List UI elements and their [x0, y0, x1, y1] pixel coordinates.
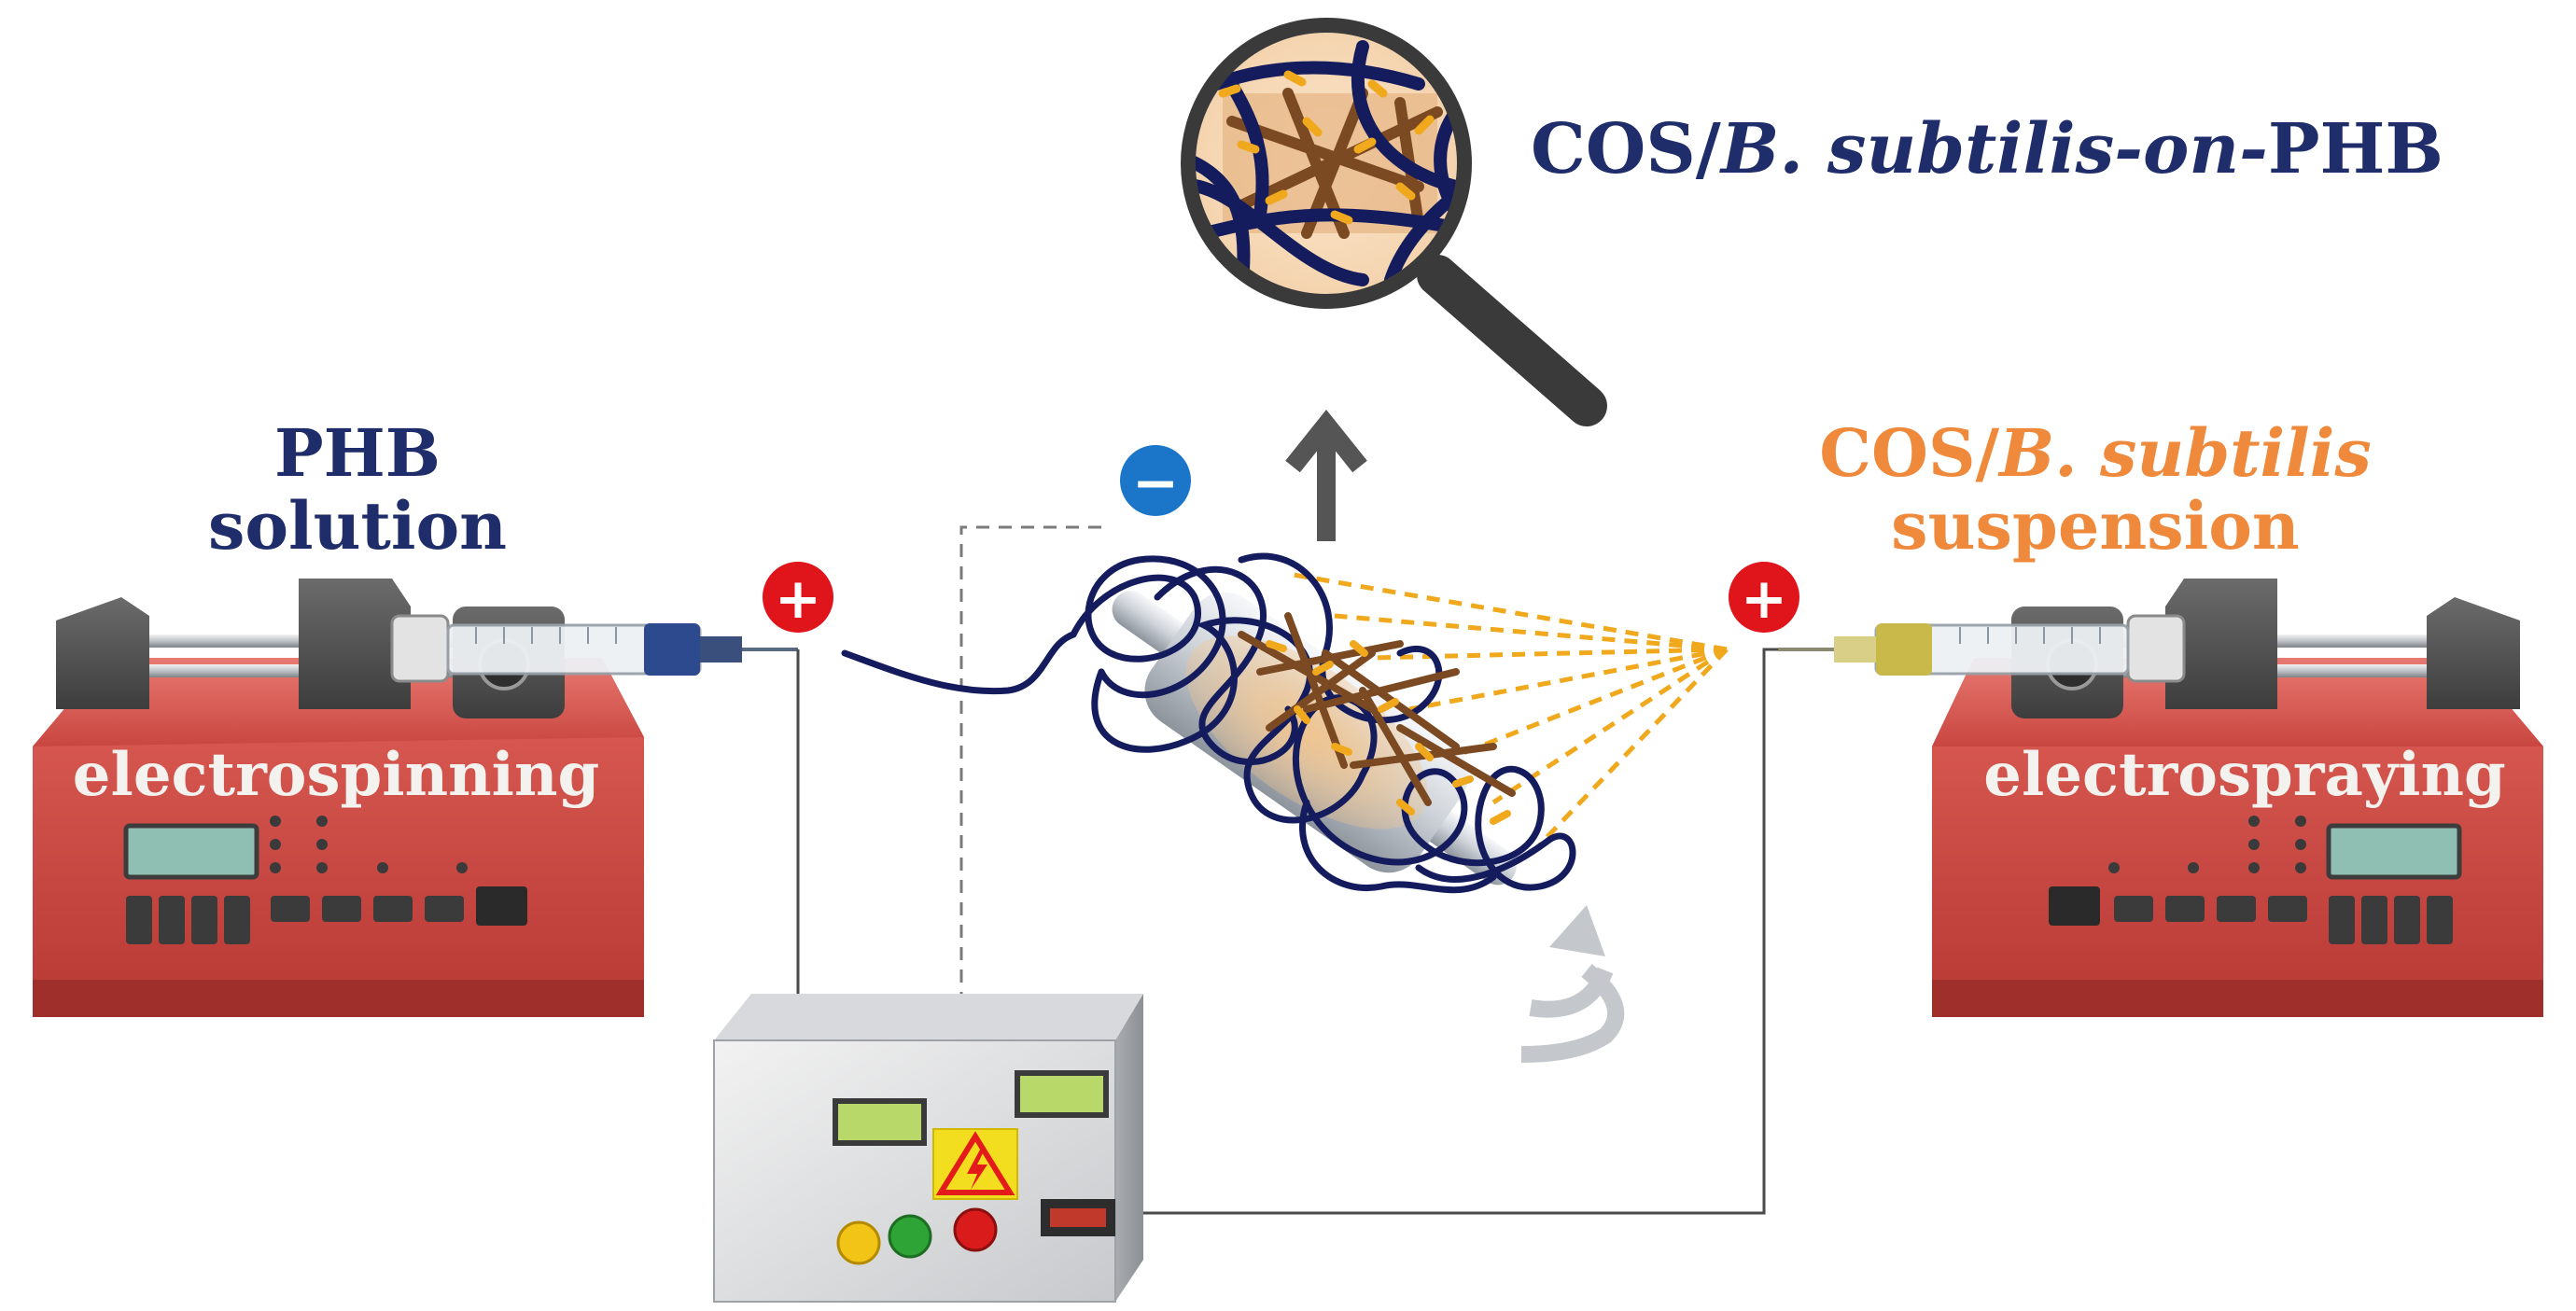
left-syringe-plunger-flange [390, 614, 450, 683]
power-supply-display-right [1015, 1070, 1109, 1118]
right-pump-clamp-block [2165, 579, 2277, 709]
right-pump-key [2049, 886, 2100, 926]
high-voltage-power-supply [713, 994, 1143, 1303]
svg-text:+: + [775, 566, 821, 632]
left-pump-clamp-block [299, 579, 411, 709]
left-pump-pusher-block [56, 597, 149, 709]
deposited-coating [1185, 635, 1428, 830]
rotating-collector [1112, 591, 1625, 1063]
left-pump-key [373, 896, 413, 922]
power-supply-port-indicator [1050, 1208, 1106, 1227]
left-pump-key [322, 896, 361, 922]
power-supply-side [1115, 994, 1143, 1302]
left-syringe-solution [644, 623, 700, 676]
red-button[interactable] [953, 1207, 998, 1252]
right-syringe-tip [1834, 636, 1876, 662]
up-arrow-icon [1285, 409, 1367, 541]
right-syringe-plunger-flange [2126, 614, 2186, 683]
right-pump-display [2326, 823, 2462, 880]
right-pump-key [2361, 896, 2387, 944]
left-pump-key [476, 886, 527, 926]
green-button[interactable] [888, 1214, 932, 1259]
left-pump-mode-label: electrospinning [73, 740, 599, 810]
minus-icon [1120, 445, 1191, 516]
magnifier-rim [1181, 18, 1472, 309]
power-supply-display-left [833, 1098, 927, 1146]
left-pump-title-line1: PHB [274, 414, 441, 492]
svg-text:−: − [1132, 451, 1179, 516]
negative-electrode-badge: − [1120, 445, 1191, 516]
svg-text:+: + [1741, 566, 1787, 632]
right-pump-key [2394, 896, 2420, 944]
right-pump-key [2114, 896, 2153, 922]
right-syringe-suspension [1876, 623, 1932, 676]
power-supply-top [714, 994, 1143, 1040]
left-syringe-tip [700, 636, 742, 662]
right-pump-key [2427, 896, 2453, 944]
right-pump-key [2268, 896, 2307, 922]
rotation-arrow-icon [1520, 963, 1625, 1063]
right-pump-title-line2: suspension [1891, 487, 2300, 565]
product-label: COS/B. subtilis-on-PHB [1531, 109, 2443, 189]
right-pump-key [2165, 896, 2205, 922]
left-pump-key [126, 896, 152, 944]
left-pump-display [123, 823, 259, 880]
left-pump-key [159, 896, 185, 944]
rotation-arrow-head-icon [1549, 905, 1605, 956]
plus-icon [763, 562, 833, 633]
right-pump-pusher-block [2427, 597, 2520, 709]
ground-wire-dashed [959, 525, 1101, 1003]
left-pump-key [425, 896, 464, 922]
right-pump-title-line1: COS/B. subtilis [1819, 414, 2371, 492]
electrospun-fibers [841, 552, 1576, 894]
magnifier-handle [1417, 255, 1607, 426]
circuit-wires [796, 525, 1778, 1215]
warning-triangle-icon [935, 1131, 1015, 1195]
left-pump-key [224, 896, 250, 944]
lightning-bolt-icon [967, 1150, 987, 1190]
magnifying-glass [1181, 18, 1607, 426]
right-pump-key [2329, 896, 2355, 944]
left-pump-base [33, 980, 644, 1017]
right-pump-base [1932, 980, 2543, 1017]
plus-icon [1729, 562, 1799, 633]
yellow-button[interactable] [836, 1220, 881, 1265]
right-wire [1129, 648, 1778, 1215]
left-pump-key [271, 896, 310, 922]
left-positive-electrode-badge: + [763, 562, 833, 633]
left-syringe-pump: electrospinning [33, 579, 798, 1017]
right-syringe-pump: electrospraying [1778, 579, 2543, 1017]
right-pump-mode-label: electrospraying [1983, 740, 2505, 810]
left-pump-title-line2: solution [208, 487, 507, 565]
left-pump-key [191, 896, 217, 944]
right-positive-electrode-badge: + [1729, 562, 1799, 633]
right-pump-key [2217, 896, 2256, 922]
